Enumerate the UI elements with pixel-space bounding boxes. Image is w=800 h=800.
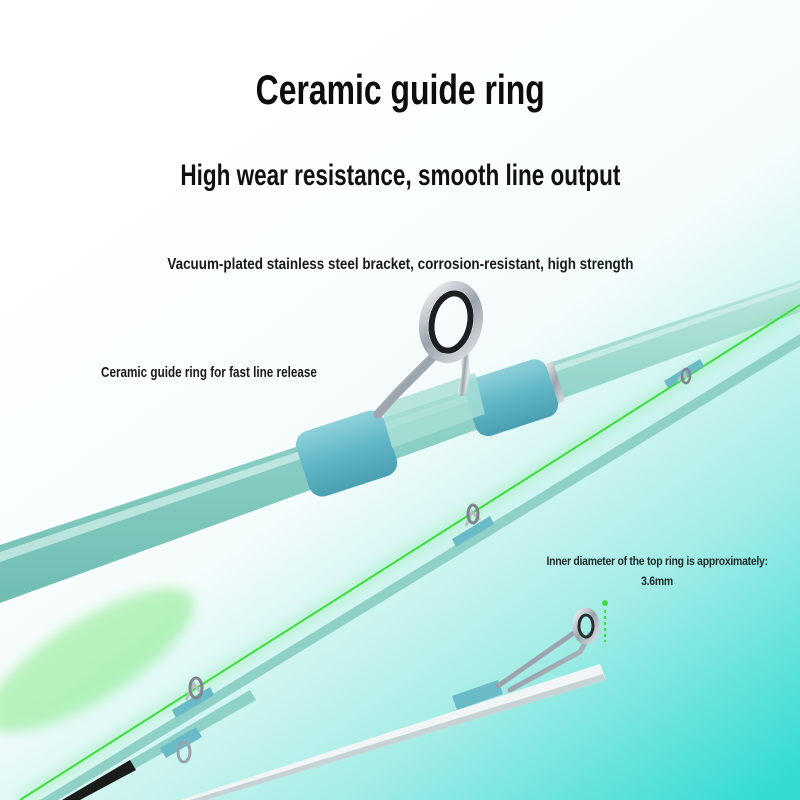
- top-ring-value: 3.6mm: [641, 574, 673, 588]
- lower-rod: [62, 690, 256, 800]
- guide-frame: [184, 681, 204, 701]
- subtitle-text: High wear resistance, smooth line output: [179, 159, 621, 192]
- top-guide-frame: [495, 627, 581, 689]
- top-ring-label: Inner diameter of the top ring is approx…: [546, 554, 768, 568]
- thin-rod: [40, 334, 800, 800]
- top-guide: [495, 607, 600, 693]
- guide-frame-back: [458, 348, 471, 396]
- ferrule-right: [545, 361, 565, 404]
- page-title: Ceramic guide ring: [0, 66, 800, 114]
- subtitle: High wear resistance, smooth line output: [0, 159, 800, 193]
- ceramic-ring: [428, 290, 474, 354]
- marker-dot: [602, 600, 608, 606]
- feature-ring-text: Ceramic guide ring for fast line release: [101, 364, 317, 381]
- feature-bracket: Vacuum-plated stainless steel bracket, c…: [0, 256, 800, 274]
- tip-rod-blank: [180, 664, 606, 800]
- main-guide: [373, 280, 484, 419]
- guide-ring: [176, 740, 192, 764]
- tip-rod-wrap: [452, 680, 503, 710]
- small-guide: [184, 676, 204, 701]
- guide-frame-front: [373, 345, 445, 419]
- thin-rod-wrap: [452, 516, 494, 547]
- feature-bracket-text: Vacuum-plated stainless steel bracket, c…: [166, 256, 634, 273]
- tip-rod-shadow: [190, 674, 606, 800]
- wrap-band: [464, 359, 559, 437]
- diameter-marker: [602, 600, 608, 642]
- feature-ring: Ceramic guide ring for fast line release: [101, 364, 378, 382]
- guide-ring: [466, 503, 480, 525]
- line-glow: [0, 587, 194, 733]
- top-ring-note: Inner diameter of the top ring is approx…: [517, 552, 797, 588]
- thin-rod-wrap: [172, 687, 214, 718]
- guide-ring-frame: [418, 280, 484, 364]
- guide-ring: [680, 367, 692, 385]
- fishing-line: [19, 304, 800, 800]
- guide-wrap-lower: [295, 410, 398, 497]
- wrap-band: [295, 410, 398, 497]
- tip-rod: [180, 607, 606, 800]
- guide-ring: [188, 676, 204, 700]
- guide-wrap-upper: [464, 359, 559, 437]
- thin-rod-blank: [40, 334, 800, 800]
- top-ring-frame: [572, 607, 600, 645]
- top-ring-ceramic: [577, 613, 595, 639]
- small-guide: [464, 503, 482, 527]
- small-guide: [676, 367, 692, 385]
- main-rod: [0, 280, 800, 603]
- lower-rod-black-section: [62, 760, 136, 800]
- title-text: Ceramic guide ring: [255, 66, 545, 113]
